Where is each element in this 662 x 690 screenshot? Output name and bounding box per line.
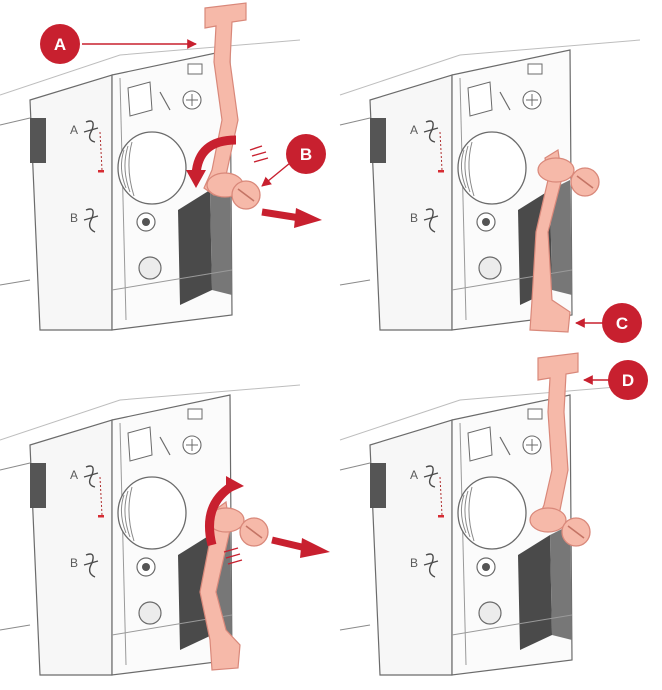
callout-a-label: A <box>54 35 66 54</box>
pull-arrow-step-1 <box>294 208 322 228</box>
thread-mark-b: B <box>70 211 78 225</box>
panel-step-2: A B C <box>340 40 642 343</box>
callout-b: B <box>262 134 326 186</box>
callout-d-label: D <box>622 371 634 390</box>
thread-mark-a: A <box>70 123 78 137</box>
pull-arrow-step-3 <box>300 538 330 558</box>
callout-b-label: B <box>300 145 312 164</box>
callout-c: C <box>576 303 642 343</box>
panel-step-4: A B D <box>340 353 648 675</box>
thread-mark-a: A <box>410 468 418 482</box>
thread-mark-b: B <box>410 556 418 570</box>
panel-step-1: A B A B <box>0 3 326 330</box>
callout-c-label: C <box>616 314 628 333</box>
callout-a: A <box>40 24 196 64</box>
thread-mark-b: B <box>410 211 418 225</box>
thread-mark-a: A <box>70 468 78 482</box>
thread-mark-b: B <box>70 556 78 570</box>
callout-d: D <box>584 360 648 400</box>
thread-mark-a: A <box>410 123 418 137</box>
panel-step-3: A B <box>0 385 330 675</box>
